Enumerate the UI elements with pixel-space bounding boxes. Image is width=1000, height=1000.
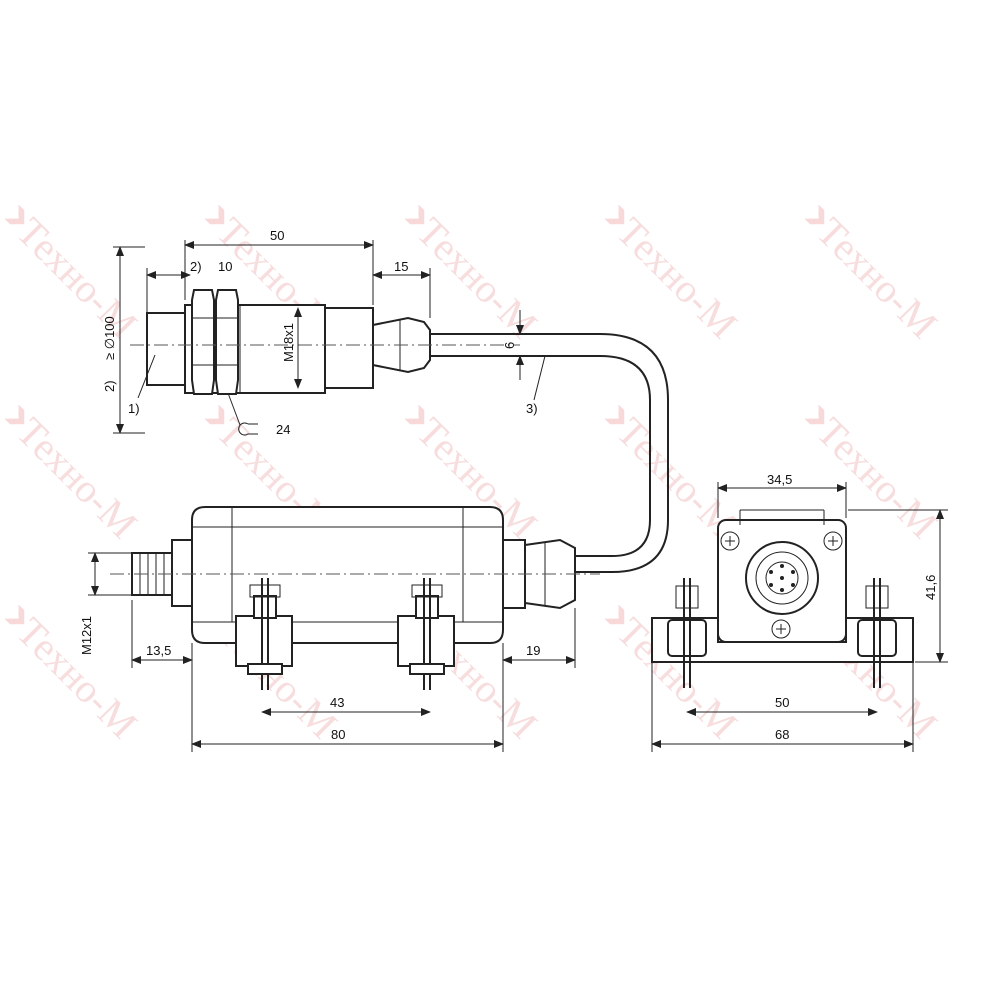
- mount-clamp-right: [397, 578, 455, 690]
- cable: 6 3): [430, 310, 669, 573]
- note-3-label: 3): [526, 401, 538, 416]
- m12-socket-pins: [765, 561, 799, 595]
- dim-side-top-width: 34,5: [767, 472, 792, 487]
- dim-mount-spacing-front: 43: [330, 695, 344, 710]
- m12-socket-outer: [745, 541, 819, 615]
- thread-size-label: M18x1: [281, 323, 296, 362]
- dim-gland-length: 19: [526, 643, 540, 658]
- watermark-text: Техно-М: [8, 609, 146, 747]
- dim-bend-radius: ≥ ∅100: [102, 316, 117, 360]
- dim-side-height: 41,6: [923, 575, 938, 600]
- screw-icon: [771, 619, 791, 639]
- connector-flange: [171, 539, 193, 607]
- dim-sensor-length: 50: [270, 228, 284, 243]
- nut-size-label: 24: [276, 422, 290, 437]
- side-mount-plate: [651, 617, 914, 663]
- watermark-text: Техно-М: [8, 209, 146, 347]
- dim-cable-diameter: 6: [502, 342, 517, 349]
- watermark-text: Техно-М: [408, 209, 546, 347]
- side-dimensions: 34,5 41,6 50 68: [651, 472, 948, 752]
- dim-housing-length: 80: [331, 727, 345, 742]
- watermark-text: Техно-М: [8, 409, 146, 547]
- dim-cable-gland: 15: [394, 259, 408, 274]
- side-clamp-left: [667, 578, 707, 688]
- note-2-vertical: 2): [102, 380, 117, 392]
- hex-nut-2: [215, 289, 239, 395]
- sensor-rear-housing: [324, 307, 374, 389]
- note-2-label: 2): [190, 259, 202, 274]
- note-1-label: 1): [128, 401, 140, 416]
- dim-connector-thread: M12x1: [79, 616, 94, 655]
- housing-dimensions: M12x1 13,5 19 43 80: [79, 552, 576, 752]
- dim-mount-spacing-side: 50: [775, 695, 789, 710]
- amplifier-housing: [110, 506, 600, 690]
- dim-connector-length: 13,5: [146, 643, 171, 658]
- side-housing: [717, 519, 847, 643]
- dim-thread-length: 10: [218, 259, 232, 274]
- watermark-text: Техно-М: [808, 209, 946, 347]
- side-clamp-right: [857, 578, 897, 688]
- sensor-dimensions: 50 2) 10 15 ≥ ∅100 2) 1) M18x1 24: [102, 228, 431, 437]
- screw-icon: [823, 531, 843, 551]
- watermark-layer: Техно-М Техно-М Техно-М Техно-М Техно-М …: [4, 204, 946, 747]
- side-view: [651, 509, 914, 688]
- mount-clamp-left: [235, 578, 293, 690]
- sensor-tip: [146, 312, 191, 386]
- hex-nut-1: [191, 289, 215, 395]
- wrench-icon: [238, 422, 258, 436]
- dim-side-total-width: 68: [775, 727, 789, 742]
- watermark-text: Техно-М: [608, 209, 746, 347]
- sensor-assembly: [130, 289, 520, 436]
- screw-icon: [720, 531, 740, 551]
